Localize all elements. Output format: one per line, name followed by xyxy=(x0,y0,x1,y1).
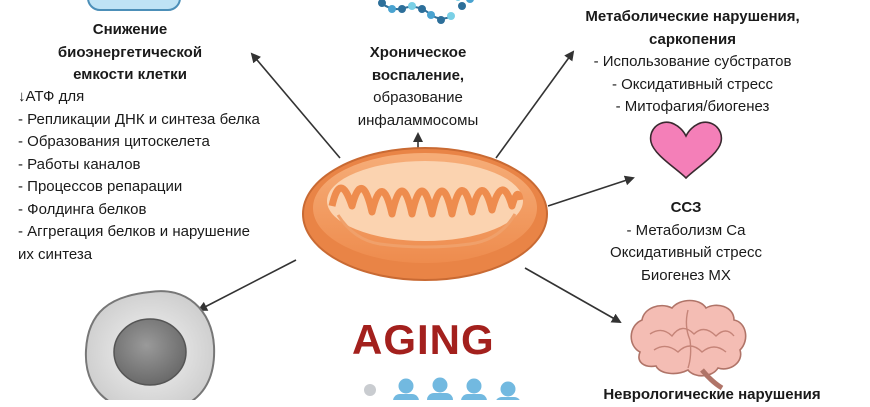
mid-right-item: - Метаболизм Ca xyxy=(626,221,746,239)
top-left-list: ↓АТФ для - Репликации ДНК и синтеза белк… xyxy=(18,86,260,266)
mid-right-block: ССЗ - Метаболизм Ca Оксидативный стресс … xyxy=(586,197,786,287)
top-left-item: - Аггрегация белков и нарушение xyxy=(18,223,250,240)
people-icon xyxy=(364,377,520,400)
top-center-title-line: воспаление, xyxy=(371,66,465,84)
arrows xyxy=(197,50,635,323)
top-right-block: Метаболические нарушения, саркопения - И… xyxy=(560,6,825,119)
top-left-item: - Процессов репарации xyxy=(18,178,183,195)
top-left-title-line: емкости клетки xyxy=(73,66,187,83)
bottom-right-title: Неврологические нарушения xyxy=(603,386,821,403)
mitochondrion-icon xyxy=(302,147,548,281)
heart-icon xyxy=(649,121,723,180)
arrow-to-top-left xyxy=(250,52,341,159)
top-left-title: Снижение биоэнергетической емкости клетк… xyxy=(50,19,210,87)
brain-icon xyxy=(630,299,747,391)
top-center-title-line: Хроническое xyxy=(369,44,467,61)
top-left-item: - Фолдинга белков xyxy=(18,200,147,218)
top-center-block: Хроническое воспаление, образование инфа… xyxy=(340,42,496,132)
arrow-to-mid-right xyxy=(547,175,635,207)
top-right-item: - Митофагия/биогенез xyxy=(615,98,770,115)
arrow-to-bottom-right xyxy=(524,267,622,323)
top-center-sub-line: инфаламмосомы xyxy=(357,111,479,129)
top-left-item-continuation: их синтеза xyxy=(18,245,93,263)
mid-right-title: ССЗ xyxy=(670,199,702,216)
top-left-item: - Репликации ДНК и синтеза белка xyxy=(18,110,260,128)
aging-label: AGING xyxy=(352,316,495,363)
top-right-title-line: Метаболические нарушения, xyxy=(585,8,800,25)
top-center-sub-line: образование xyxy=(373,89,463,106)
mid-right-item: Оксидативный стресс xyxy=(610,244,762,261)
mid-right-item: Биогенез МХ xyxy=(641,266,731,284)
arrow-to-top-right xyxy=(495,50,575,159)
top-left-item: - Работы каналов xyxy=(18,155,141,173)
top-left-subheading: ↓АТФ для xyxy=(18,88,85,105)
cell-icon xyxy=(87,0,181,11)
top-left-title-line: Снижение xyxy=(92,21,168,38)
top-left-title-line: биоэнергетической xyxy=(57,43,203,61)
nucleated-cell-icon xyxy=(84,290,216,400)
arrow-to-bottom-left xyxy=(197,259,297,311)
protein-chain-icon xyxy=(378,0,474,24)
top-right-item: - Использование субстратов xyxy=(593,53,792,70)
top-right-title-line: саркопения xyxy=(649,30,736,48)
top-right-item: - Оксидативный стресс xyxy=(611,75,774,93)
top-left-item: - Образования цитоскелета xyxy=(18,133,210,150)
